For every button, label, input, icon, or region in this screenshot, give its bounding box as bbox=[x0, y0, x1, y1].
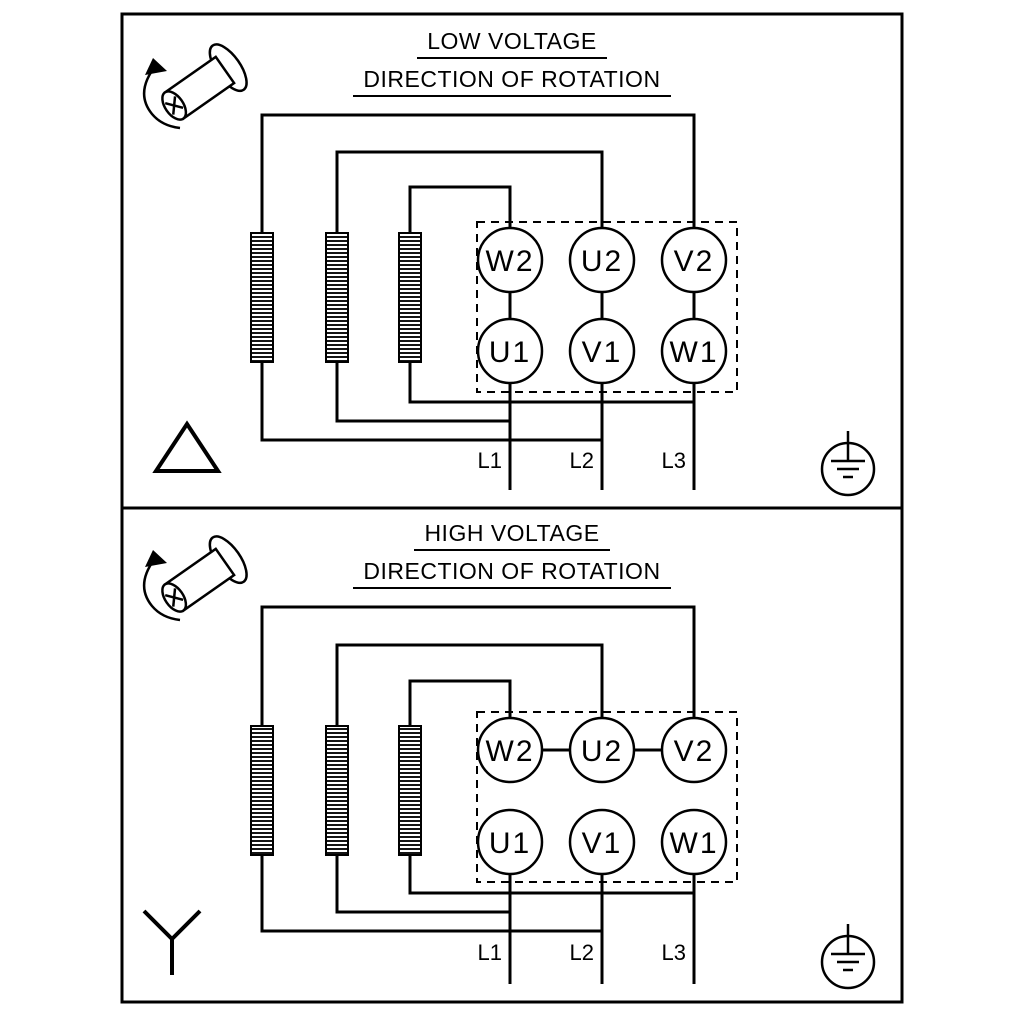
winding-wires-low bbox=[260, 113, 696, 490]
terminal-w1 bbox=[660, 808, 728, 876]
line-label-l1: L1 bbox=[478, 448, 502, 473]
terminal-w2 bbox=[476, 226, 544, 294]
terminals-high: W2 U2 V2 U1 V1 W1 bbox=[476, 716, 728, 876]
supply-line-labels-high: L1 L2 L3 bbox=[478, 940, 686, 965]
winding-coil bbox=[325, 232, 349, 363]
terminal-label: W2 bbox=[486, 735, 535, 768]
panel-subtitle: DIRECTION OF ROTATION bbox=[353, 558, 671, 589]
supply-line-drops bbox=[508, 874, 696, 984]
star-connection-icon bbox=[142, 909, 202, 975]
line-label-l1: L1 bbox=[478, 940, 502, 965]
delta-jumper-links bbox=[508, 292, 696, 319]
panel-title: HIGH VOLTAGE bbox=[414, 520, 610, 551]
terminal-label: U2 bbox=[581, 735, 623, 768]
winding-coil bbox=[250, 232, 274, 363]
terminal-label: U1 bbox=[489, 336, 531, 369]
motor-windings-high bbox=[250, 725, 422, 856]
delta-connection-icon bbox=[152, 420, 222, 473]
panel-title: LOW VOLTAGE bbox=[417, 28, 607, 59]
winding-wires-high bbox=[260, 605, 696, 984]
panel-low-voltage: W2 U2 V2 U1 V1 W1 L1 L2 L3 bbox=[120, 12, 904, 510]
high-voltage-title-block: HIGH VOLTAGE DIRECTION OF ROTATION bbox=[122, 520, 902, 589]
terminal-label: U1 bbox=[489, 827, 531, 860]
terminal-label: W2 bbox=[486, 245, 535, 278]
low-voltage-title-block: LOW VOLTAGE DIRECTION OF ROTATION bbox=[122, 28, 902, 97]
terminal-u1 bbox=[476, 808, 544, 876]
terminal-u2 bbox=[568, 226, 636, 294]
line-label-l3: L3 bbox=[662, 448, 686, 473]
ground-icon bbox=[820, 429, 876, 497]
terminal-label: V1 bbox=[582, 336, 623, 369]
terminal-w2 bbox=[476, 716, 544, 784]
terminal-v1 bbox=[568, 808, 636, 876]
winding-coil bbox=[398, 725, 422, 856]
line-label-l3: L3 bbox=[662, 940, 686, 965]
terminal-board-outline bbox=[476, 221, 738, 393]
ground-icon bbox=[820, 922, 876, 990]
terminal-v1 bbox=[568, 317, 636, 385]
terminal-v2 bbox=[660, 716, 728, 784]
supply-line-labels-low: L1 L2 L3 bbox=[478, 448, 686, 473]
terminal-u2 bbox=[568, 716, 636, 784]
panel-high-voltage: W2 U2 V2 U1 V1 W1 L1 L2 L3 bbox=[120, 506, 904, 1004]
terminal-board-outline bbox=[476, 711, 738, 883]
terminal-u1 bbox=[476, 317, 544, 385]
line-label-l2: L2 bbox=[570, 448, 594, 473]
terminals-low: W2 U2 V2 U1 V1 W1 bbox=[476, 226, 728, 385]
winding-coil bbox=[250, 725, 274, 856]
terminal-v2 bbox=[660, 226, 728, 294]
terminal-label: W1 bbox=[670, 336, 719, 369]
winding-coil bbox=[398, 232, 422, 363]
terminal-label: V1 bbox=[582, 827, 623, 860]
supply-line-drops bbox=[508, 383, 696, 490]
terminal-label: W1 bbox=[670, 827, 719, 860]
panel-border bbox=[120, 506, 904, 1004]
motor-windings-low bbox=[250, 232, 422, 363]
winding-coil bbox=[325, 725, 349, 856]
terminal-label: V2 bbox=[674, 735, 715, 768]
line-label-l2: L2 bbox=[570, 940, 594, 965]
terminal-w1 bbox=[660, 317, 728, 385]
terminal-label: U2 bbox=[581, 245, 623, 278]
panel-subtitle: DIRECTION OF ROTATION bbox=[353, 66, 671, 97]
terminal-label: V2 bbox=[674, 245, 715, 278]
